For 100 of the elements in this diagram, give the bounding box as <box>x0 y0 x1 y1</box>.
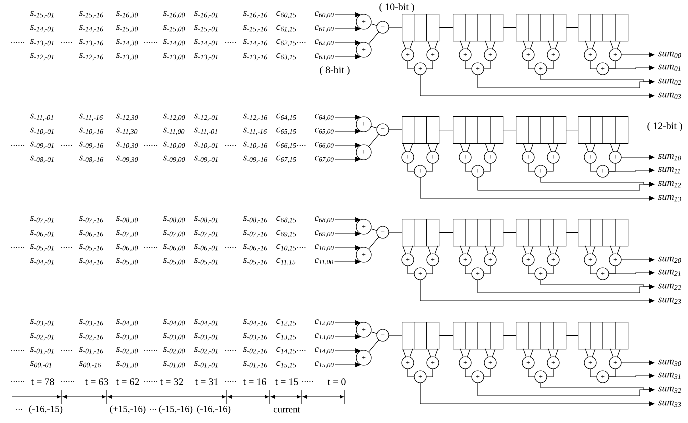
signal-label: s$_{-04,-16}$ <box>79 258 104 266</box>
connector-line <box>484 266 491 274</box>
connector-line <box>485 246 489 255</box>
connector-line <box>402 143 406 152</box>
arrow <box>478 382 655 396</box>
signal-label: s$_{-02,00}$ <box>163 347 186 355</box>
connector-line <box>546 266 554 274</box>
signal-label: s$_{-04,-01}$ <box>194 319 218 327</box>
signal-label: s$_{-16,-01}$ <box>194 11 218 19</box>
signal-label: s$_{-12,-01}$ <box>194 114 218 122</box>
connector-line <box>530 246 534 255</box>
signal-label: s$_{-13,-16}$ <box>243 53 268 61</box>
coordinate-label: (+15,-16) <box>110 406 146 414</box>
time-label: t = 16 <box>243 378 266 386</box>
signal-label: s$_{-04,30}$ <box>116 319 138 327</box>
connector-line <box>590 368 598 378</box>
connector-line <box>388 232 402 233</box>
signal-label: s$_{-12,-01}$ <box>30 53 54 61</box>
connector-line <box>555 246 559 255</box>
connector-line <box>426 368 434 378</box>
signal-label: s$_{-09,-01}$ <box>194 156 218 164</box>
connector-line <box>370 332 378 334</box>
connector-line <box>523 348 527 358</box>
connector-line <box>410 348 414 358</box>
signal-label: s$_{-08,-01}$ <box>30 156 54 164</box>
connector-line <box>592 348 596 358</box>
time-label: t = 0 <box>328 378 346 386</box>
signal-label: s$_{-02,-16}$ <box>79 333 104 341</box>
signal-label: s$_{-14,00}$ <box>163 39 186 47</box>
input-label: c$_{63,00}$ <box>315 54 334 60</box>
connector-line <box>370 24 378 26</box>
output-label: sum$_{21}$ <box>658 270 681 276</box>
connector-line <box>467 143 471 152</box>
connector-line <box>426 163 434 172</box>
coordinate-label: (-16,-16) <box>197 406 231 414</box>
signal-label: s$_{-13,-01}$ <box>30 39 54 47</box>
connector-line <box>528 368 536 378</box>
connector-line <box>485 143 489 152</box>
input-label: c$_{65,00}$ <box>315 128 334 135</box>
signal-label: s$_{-15,-16}$ <box>243 25 268 33</box>
register-block <box>453 322 504 350</box>
input-label: c$_{15,00}$ <box>315 362 334 368</box>
connector-line <box>439 130 454 131</box>
input-label: c$_{69,00}$ <box>315 230 334 238</box>
connector-line <box>610 143 614 152</box>
coordinate-label: (-15,-16) <box>159 406 193 414</box>
signal-label: s$_{-14,-01}$ <box>194 39 218 47</box>
time-label: t = 31 <box>195 378 218 386</box>
signal-label: s$_{-06,-01}$ <box>194 244 218 252</box>
output-label: sum$_{23}$ <box>658 298 682 304</box>
register-block <box>402 14 440 42</box>
signal-label: s$_{-04,00}$ <box>163 319 186 327</box>
register-block <box>516 322 567 350</box>
signal-label: s$_{-05,-16}$ <box>243 258 268 266</box>
connector-line <box>434 143 438 152</box>
signal-label: s$_{-01,-01}$ <box>30 347 54 355</box>
signal-label: s$_{-06,-01}$ <box>30 230 54 238</box>
signal-label: s$_{-09,-16}$ <box>79 142 104 150</box>
register-block <box>578 322 629 350</box>
connector-line <box>548 143 552 152</box>
connector-line <box>428 246 432 255</box>
connector-line <box>485 40 489 50</box>
connector-line <box>368 32 380 45</box>
signal-label: s$_{-07,30}$ <box>116 230 138 238</box>
signal-label: s$_{-15,00}$ <box>163 25 186 33</box>
signal-label: s$_{-11,00}$ <box>163 128 185 136</box>
connector-line <box>610 348 614 358</box>
signal-label: c$_{14,15}$ <box>276 347 296 355</box>
coordinate-label: current <box>274 407 300 413</box>
connector-line <box>484 368 491 378</box>
signal-label: s$_{-03,-16}$ <box>79 319 104 327</box>
connector-line <box>408 60 415 70</box>
signal-label: s$_{-14,-16}$ <box>79 25 104 33</box>
register-block <box>402 322 440 350</box>
connector-line <box>388 335 402 336</box>
connector-line <box>434 246 438 255</box>
signal-label: s$_{-06,30}$ <box>116 244 138 252</box>
signal-label: s$_{-10,30}$ <box>116 142 138 150</box>
signal-label: s$_{-08,00}$ <box>163 216 186 224</box>
input-label: c$_{10,00}$ <box>315 244 334 252</box>
signal-label: s$_{-03,-16}$ <box>243 333 268 341</box>
input-label: c$_{62,00}$ <box>315 40 334 46</box>
connector-line <box>585 348 589 358</box>
output-label: sum$_{02}$ <box>658 78 682 86</box>
signal-label: s$_{-13,00}$ <box>163 53 186 61</box>
signal-label: c$_{63,15}$ <box>276 53 296 61</box>
signal-label: s$_{-08,-01}$ <box>194 216 218 224</box>
connector-line <box>546 163 554 172</box>
signal-label: s$_{-04,-01}$ <box>30 258 54 266</box>
connector-line <box>467 246 471 255</box>
connector-line <box>546 368 554 378</box>
signal-label: s$_{-05,-01}$ <box>194 258 218 266</box>
connector-line <box>590 60 598 70</box>
signal-label: c$_{69,15}$ <box>276 230 296 238</box>
signal-label: s$_{-08,-16}$ <box>243 216 268 224</box>
register-block <box>578 218 629 247</box>
signal-label: s$_{-09,-16}$ <box>243 156 268 164</box>
connector-line <box>434 348 438 358</box>
connector-line <box>528 60 536 70</box>
signal-label: s$_{-11,-01}$ <box>30 114 54 122</box>
